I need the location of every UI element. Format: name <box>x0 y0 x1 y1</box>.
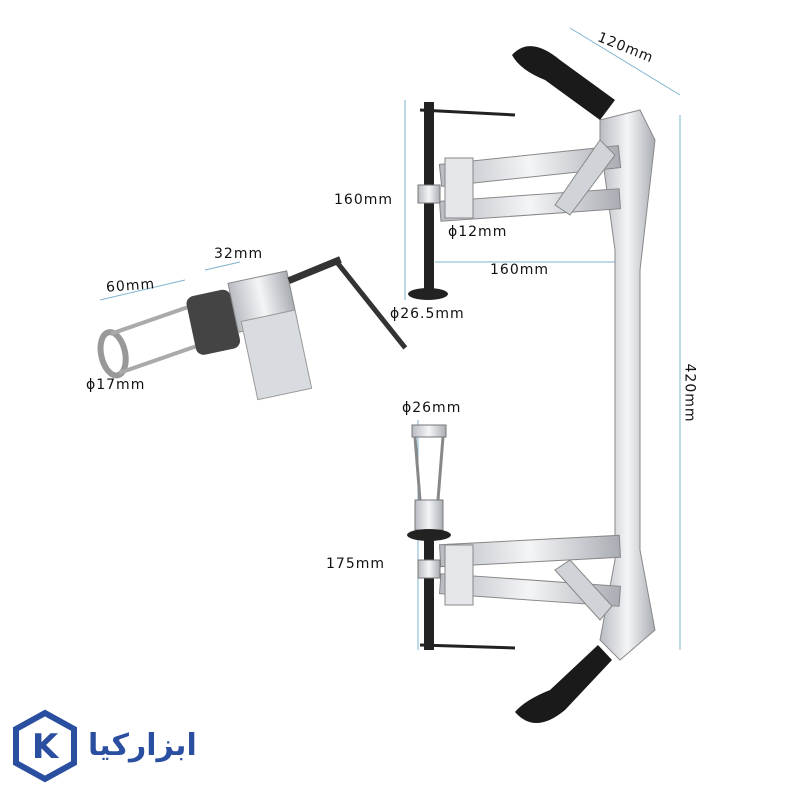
side-adapter <box>97 256 408 401</box>
throat-depth-label: 160mm <box>490 262 549 278</box>
upper-grip <box>512 46 615 120</box>
total-height-label: 420mm <box>681 363 698 423</box>
cup-diameter-label: ϕ26mm <box>402 400 462 416</box>
lower-grip <box>515 645 612 724</box>
svg-text:K: K <box>32 727 60 767</box>
upper-screw <box>408 102 516 300</box>
brand-logo-text: ابزارکیا <box>88 728 197 763</box>
c-frame <box>438 109 656 661</box>
lower-clamp-height-label: 175mm <box>326 556 385 572</box>
screw-diameter-label: ϕ12mm <box>448 224 508 240</box>
adapter-inner-diameter-label: ϕ17mm <box>86 377 146 393</box>
lower-adapter <box>407 424 516 650</box>
foot-diameter-label: ϕ26.5mm <box>390 306 465 322</box>
adapter-collar-label: 32mm <box>214 246 264 262</box>
upper-clamp-height-label: 160mm <box>334 192 393 208</box>
logo-mark: K <box>13 709 77 783</box>
adapter-length-label: 60mm <box>105 276 156 296</box>
